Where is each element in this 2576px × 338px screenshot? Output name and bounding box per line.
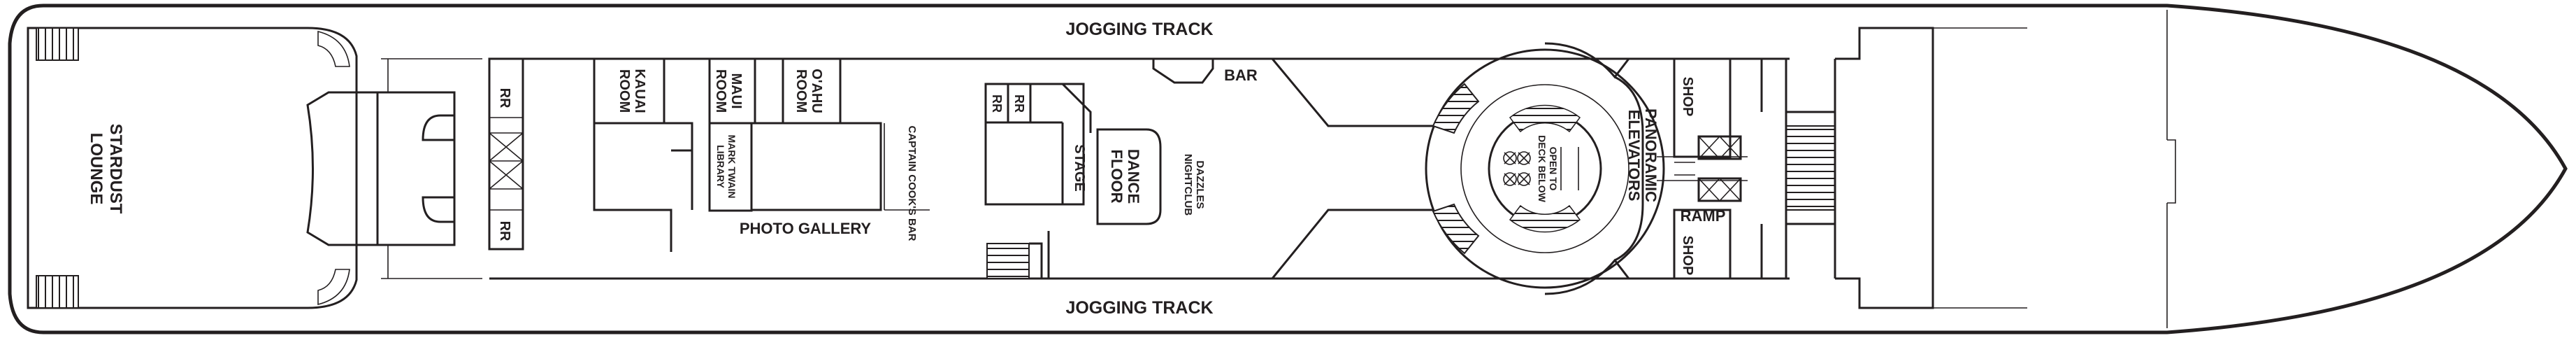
label-open-to-deck-below: OPEN TO DECK BELOW: [1537, 135, 1559, 202]
ramp-lines: [1657, 156, 1748, 181]
atrium-outer-ring: [1425, 48, 1665, 289]
label-dance-floor: DANCE FLOOR: [1108, 149, 1142, 204]
atrium-inner-stair-bottom: [1509, 204, 1581, 233]
nightclub-wall: [984, 83, 1085, 206]
label-captain-cooks-bar: CAPTAIN COOK'S BAR: [906, 126, 918, 241]
svg-text:NIGHTCLUB: NIGHTCLUB: [1182, 154, 1194, 216]
fwd-stair-lower: [1785, 171, 1836, 211]
ship-hull: [8, 3, 2568, 335]
nightclub-stair: [986, 243, 1030, 279]
atrium-outer-curve: [1544, 42, 1630, 295]
svg-text:PANORAMIC: PANORAMIC: [1642, 108, 1660, 202]
aft-curve-stair-top: [317, 30, 350, 67]
aft-bar-arch-top: [422, 114, 456, 141]
atrium-wall-bottom: [1271, 209, 1433, 279]
bow-notch: [2167, 139, 2176, 204]
label-ramp: RAMP: [1681, 207, 1726, 225]
dance-floor: [1096, 128, 1162, 225]
svg-text:DANCE: DANCE: [1125, 149, 1142, 204]
atrium-stair-bottom: [1432, 203, 1480, 255]
label-kauai-room: KAUAI ROOM: [617, 69, 647, 113]
label-jogging-track-bottom: JOGGING TRACK: [1065, 298, 1213, 318]
label-mark-twain-library: MARK TWAIN LIBRARY: [715, 135, 737, 199]
restroom-wall: [489, 59, 524, 251]
label-oahu-room: O'AHU ROOM: [793, 69, 824, 113]
elevator-icons: [1503, 151, 1531, 186]
svg-text:ROOM: ROOM: [617, 69, 632, 113]
atrium-inner-ring: [1460, 84, 1629, 253]
label-dazzles-nightclub: DAZZLES NIGHTCLUB: [1182, 154, 1206, 216]
aft-bar-block: [376, 91, 456, 246]
aft-curve-stair-bottom: [317, 269, 350, 306]
svg-text:STARDUST: STARDUST: [106, 124, 125, 214]
svg-text:OPEN TO: OPEN TO: [1548, 147, 1559, 191]
svg-text:ELEVATORS: ELEVATORS: [1625, 110, 1643, 202]
label-panoramic-elevators: PANORAMIC ELEVATORS: [1625, 108, 1660, 202]
svg-text:LIBRARY: LIBRARY: [715, 145, 726, 188]
svg-text:MAUI: MAUI: [728, 73, 744, 108]
label-photo-gallery: PHOTO GALLERY: [740, 220, 872, 237]
aft-bar-arch-bottom: [422, 196, 456, 223]
label-rr-2: RR: [497, 221, 512, 241]
fwd-stair-wall: [1785, 59, 1836, 279]
shop-bottom-wall: [1673, 209, 1732, 280]
nightclub-stair-wall: [1029, 231, 1050, 279]
svg-text:DAZZLES: DAZZLES: [1194, 160, 1206, 209]
bar-counter: [1152, 59, 1214, 84]
atrium-stair-top: [1432, 83, 1480, 134]
label-rr-4: RR: [1012, 94, 1026, 113]
aft-stair-top: [36, 27, 79, 61]
label-rr-3: RR: [990, 94, 1004, 113]
kauai-corridor: [593, 122, 693, 252]
stage-wall: [1030, 83, 1092, 204]
fwd-room-wall: [1835, 27, 1934, 309]
svg-text:FLOOR: FLOOR: [1108, 150, 1125, 204]
aft-separator: [381, 58, 482, 279]
label-jogging-track-top: JOGGING TRACK: [1065, 20, 1213, 39]
svg-text:O'AHU: O'AHU: [809, 69, 824, 113]
restroom-block-cross: [489, 117, 524, 211]
label-maui-room: MAUI ROOM: [713, 69, 744, 113]
svg-text:KAUAI: KAUAI: [632, 69, 647, 113]
svg-text:MARK TWAIN: MARK TWAIN: [726, 135, 737, 199]
fwd-deck-edge: [1933, 27, 2027, 309]
label-bar: BAR: [1224, 66, 1258, 84]
label-shop-top: SHOP: [1680, 77, 1695, 117]
stage-curve: [306, 91, 379, 246]
library-wall: [708, 122, 753, 212]
label-rr-1: RR: [497, 88, 512, 108]
atrium-inner-stair-top: [1509, 104, 1581, 133]
svg-text:DECK BELOW: DECK BELOW: [1537, 135, 1548, 202]
label-shop-bottom: SHOP: [1680, 236, 1695, 276]
fwd-stair-upper: [1785, 125, 1836, 165]
atrium-sun-rays: [1560, 147, 1579, 190]
stardust-lounge-wall: [27, 27, 358, 309]
label-stardust-lounge: STARDUST LOUNGE: [87, 124, 125, 214]
photo-gallery-wall: [751, 59, 882, 211]
kauai-room-wall: [593, 57, 665, 125]
aft-stair-bottom: [36, 275, 79, 309]
svg-text:ROOM: ROOM: [793, 69, 809, 113]
fwd-bulkhead: [1760, 57, 1790, 280]
rr-stall-2: [1007, 83, 1032, 124]
captain-cook-bar-wall: [884, 123, 930, 211]
shop-cross-boxes: [1697, 135, 1742, 202]
svg-text:LOUNGE: LOUNGE: [87, 133, 106, 205]
svg-text:ROOM: ROOM: [713, 69, 728, 113]
label-stage: STAGE: [1072, 144, 1087, 191]
atrium-wall-top: [1271, 58, 1644, 262]
